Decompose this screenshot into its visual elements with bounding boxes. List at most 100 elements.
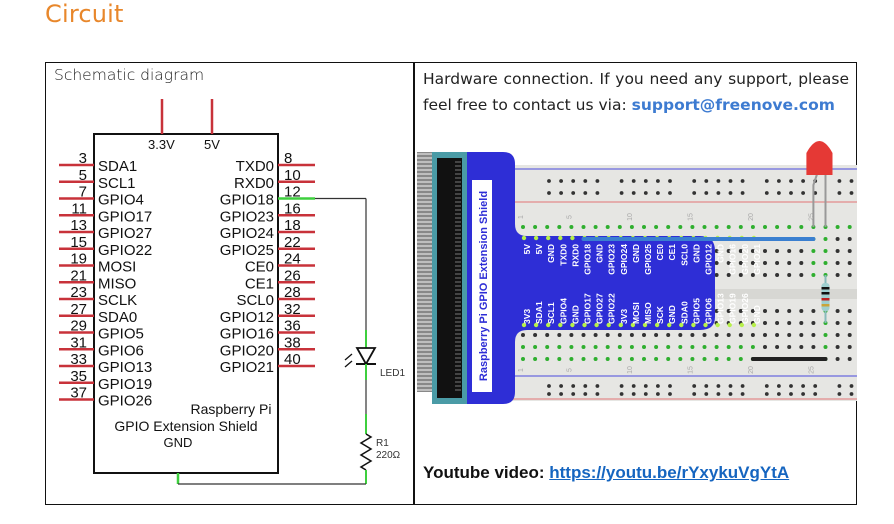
shield-bottom-pin-label: GPIO17 — [583, 293, 593, 324]
rail-hole — [849, 191, 854, 195]
breadboard-hole — [642, 357, 646, 361]
breadboard-hole — [763, 273, 767, 277]
resistor-value: 220Ω — [376, 450, 401, 461]
right-pin-label: GPIO23 — [220, 208, 274, 225]
left-pin-label: GPIO22 — [98, 242, 152, 259]
breadboard-hole — [738, 225, 743, 229]
shield-pin — [679, 322, 684, 328]
breadboard-hole — [678, 357, 683, 361]
rail-hole — [595, 179, 600, 183]
rail-hole — [740, 392, 745, 396]
rail-hole — [789, 179, 793, 183]
breadboard-hole — [726, 261, 731, 265]
shield-pin — [533, 322, 539, 328]
rail-hole — [813, 384, 818, 388]
hardware-caption-line2: feel free to contact us via: — [423, 96, 632, 114]
rail-hole — [595, 384, 600, 388]
breadboard-hole — [533, 225, 538, 229]
shield-top-pin-label: GND — [595, 244, 605, 263]
shield-bottom-pin-label: GPIO4 — [558, 298, 568, 324]
breadboard-hole — [799, 321, 804, 325]
shield-pin — [751, 322, 757, 328]
breadboard-hole — [654, 357, 659, 361]
right-pin-label: GPIO16 — [220, 326, 274, 343]
left-pin-number: 37 — [70, 385, 87, 402]
breadboard-hole — [835, 357, 840, 361]
youtube-label: Youtube video: — [423, 463, 550, 482]
right-pin-label: GPIO21 — [220, 359, 274, 376]
right-pin-number: 16 — [284, 200, 301, 217]
rail-hole — [547, 191, 551, 195]
right-pin-label: CE0 — [245, 259, 274, 276]
rail-hole — [777, 392, 781, 396]
column-number: 15 — [687, 366, 694, 374]
breadboard-hole — [835, 225, 840, 229]
breadboard-hole — [666, 333, 671, 337]
breadboard-hole — [823, 345, 828, 349]
right-pin-number: 24 — [284, 251, 301, 268]
breadboard-hole — [617, 345, 622, 349]
column-number: 15 — [687, 213, 694, 221]
breadboard-hole — [678, 345, 683, 349]
left-pin-number: 3 — [79, 150, 87, 167]
left-pin-number: 21 — [70, 267, 87, 284]
right-pin-number: 28 — [284, 284, 301, 301]
breadboard-hole — [811, 345, 816, 349]
column-number: 10 — [627, 213, 634, 221]
breadboard-hole — [629, 357, 634, 361]
shield-bottom-pin-label: GPIO13 — [716, 293, 726, 324]
left-pin-number: 33 — [70, 351, 87, 368]
breadboard-hole — [521, 333, 525, 337]
left-pin-number: 15 — [70, 234, 87, 251]
column-number: 5 — [566, 368, 573, 372]
support-email-link[interactable]: support@freenove.com — [631, 96, 835, 114]
breadboard-hole — [787, 249, 792, 253]
resistor-label: R1 — [376, 438, 389, 449]
rail-hole — [716, 179, 721, 183]
led-label: LED1 — [380, 368, 405, 379]
youtube-link[interactable]: https://youtu.be/rYxykuVgYtA — [549, 463, 790, 482]
led-body — [806, 141, 833, 175]
breadboard-hole — [799, 261, 804, 265]
right-pin-number: 18 — [284, 217, 301, 234]
rail-hole — [571, 384, 576, 388]
rail-hole — [716, 392, 721, 396]
breadboard-hole — [581, 225, 586, 229]
breadboard-hole — [545, 345, 550, 349]
shield-pin — [727, 322, 732, 328]
left-pin-number: 13 — [70, 217, 87, 234]
breadboard-hole — [835, 309, 840, 313]
breadboard-hole — [617, 357, 622, 361]
shield-top-pin-label: GPIO20 — [740, 244, 750, 275]
right-pin-number: 40 — [284, 351, 301, 368]
breadboard-hole — [750, 333, 755, 337]
rail-hole — [728, 384, 733, 388]
rail-hole — [656, 392, 660, 396]
rail-hole — [668, 384, 672, 388]
breadboard-hole — [847, 273, 852, 277]
shield-bottom-pin-label: SCK — [655, 305, 665, 324]
rail-hole — [777, 179, 781, 183]
shield-pin — [521, 235, 527, 241]
left-pin-number: 11 — [71, 200, 87, 217]
breadboard-hole — [787, 345, 792, 349]
shield-label: Raspberry Pi GPIO Extension Shield — [478, 191, 490, 381]
top-pin-label: 5V — [204, 137, 220, 152]
breadboard-hole — [533, 345, 538, 349]
breadboard-hole — [787, 321, 792, 325]
right-pin-label: RXD0 — [234, 175, 274, 192]
breadboard-hole — [581, 333, 586, 337]
rail-hole — [764, 191, 769, 195]
left-pin-label: GPIO13 — [98, 359, 152, 376]
breadboard-hole — [787, 261, 792, 265]
rail-hole — [619, 392, 624, 396]
shield-pin — [521, 322, 527, 328]
left-pin-number: 5 — [79, 167, 87, 184]
breadboard-hole — [738, 273, 743, 277]
breadboard-hole — [738, 357, 743, 361]
shield-bottom-pin-label: 3V3 — [619, 309, 629, 324]
left-pin-label: GPIO4 — [98, 192, 144, 209]
rail-hole — [547, 179, 551, 183]
rail-hole — [595, 191, 600, 195]
